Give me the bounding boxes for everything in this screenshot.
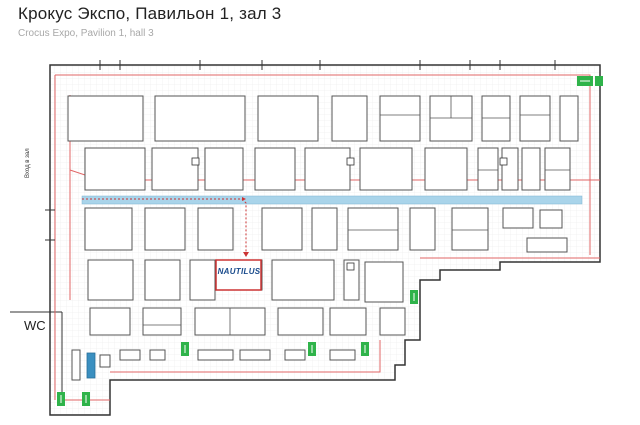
wc-label: WC <box>24 318 46 333</box>
booths-row-4 <box>87 259 404 303</box>
booths-row-1 <box>67 95 579 142</box>
door-markers <box>45 60 556 241</box>
fire-hose-icon <box>191 157 508 271</box>
nautilus-logo: NAUTILUS <box>217 267 261 276</box>
nautilus-booth <box>215 259 262 291</box>
booth-dividers-row-5 <box>143 308 231 335</box>
booths-row-6 <box>71 349 356 381</box>
wc-block <box>10 311 63 395</box>
booths-row-3 <box>84 207 568 253</box>
page-title: Крокус Экспо, Павильон 1, зал 3 <box>18 4 282 23</box>
page-subtitle: Crocus Expo, Pavilion 1, hall 3 <box>18 28 154 39</box>
exit-sign-icon <box>57 76 603 406</box>
route-arrow-icon <box>82 197 249 257</box>
booth-dividers-row-1 <box>380 96 550 119</box>
entrance-label: Вход в зал <box>25 148 31 178</box>
booths-row-2 <box>84 147 571 191</box>
blue-booth <box>86 352 96 379</box>
main-aisle <box>81 195 583 205</box>
